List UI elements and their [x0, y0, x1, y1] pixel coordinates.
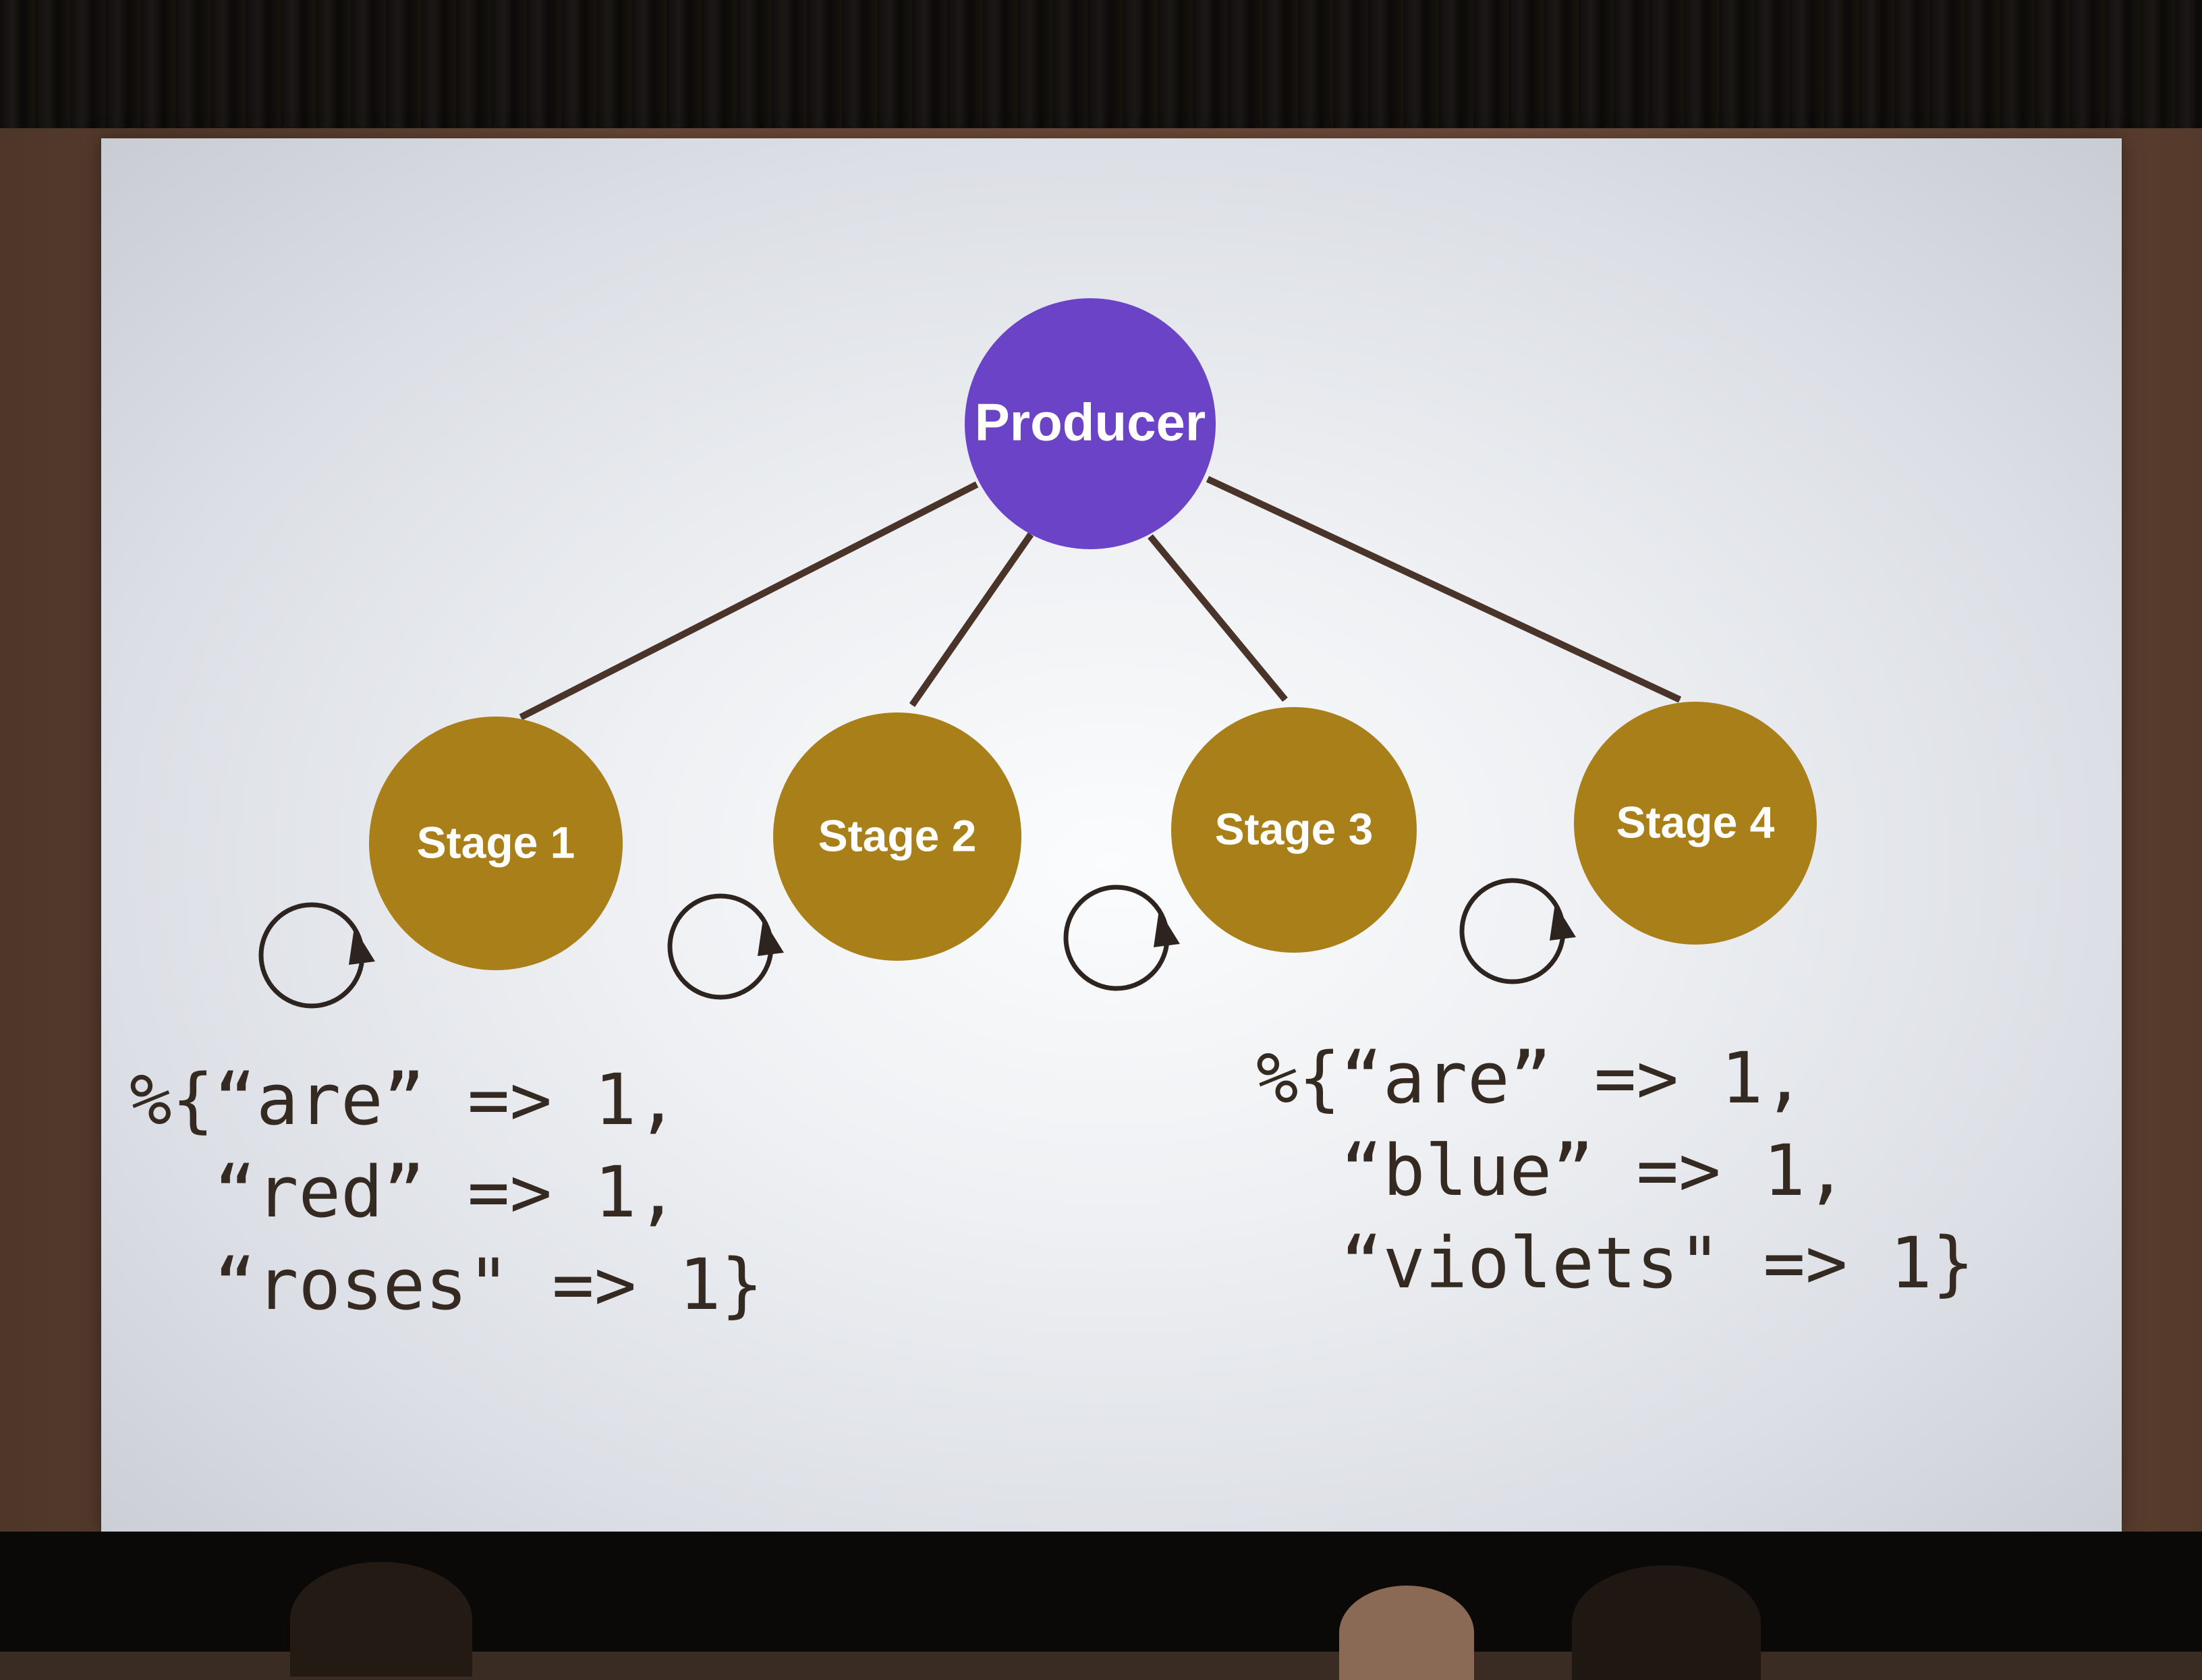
code-line: %{“are” => 1, — [130, 1059, 679, 1141]
code-line: %{“are” => 1, — [1256, 1037, 1805, 1119]
stage-node-4: Stage 4 — [1574, 702, 1817, 945]
code-block-left: %{“are” => 1, “red” => 1, “roses" => 1} — [130, 1054, 763, 1331]
stage-circle — [1171, 707, 1417, 953]
stage-circle — [773, 712, 1021, 961]
edge-producer-stage-4 — [1206, 476, 1682, 703]
edge-producer-stage-3 — [1148, 534, 1288, 702]
stage-label: Stage 1 — [417, 817, 575, 867]
stage-label: Stage 2 — [818, 810, 977, 860]
code-line: “roses" => 1} — [130, 1243, 764, 1326]
code-line: “blue” => 1, — [1256, 1129, 1848, 1212]
code-line: “red” => 1, — [130, 1151, 679, 1233]
producer-label: Producer — [975, 393, 1206, 452]
loop-icon — [258, 902, 375, 1009]
loop-icon — [1459, 878, 1576, 984]
loop-icon — [667, 893, 784, 1000]
loop-icon — [1063, 885, 1180, 991]
edge-producer-stage-1 — [519, 481, 979, 721]
stage-label: Stage 3 — [1215, 804, 1374, 853]
stage-circle — [369, 717, 623, 970]
stage-curtain — [0, 0, 2202, 142]
stage-node-3: Stage 3 — [1171, 707, 1417, 953]
stage-node-2: Stage 2 — [773, 712, 1021, 961]
code-block-right: %{“are” => 1, “blue” => 1, “violets" => … — [1256, 1032, 1974, 1310]
code-line: “violets" => 1} — [1256, 1222, 1975, 1304]
stage-circle — [1574, 702, 1817, 945]
stage-node-1: Stage 1 — [369, 717, 623, 970]
producer-node: Producer — [965, 298, 1216, 549]
stage-label: Stage 4 — [1616, 797, 1775, 847]
edge-producer-stage-2 — [909, 532, 1034, 707]
producer-circle — [965, 298, 1216, 549]
